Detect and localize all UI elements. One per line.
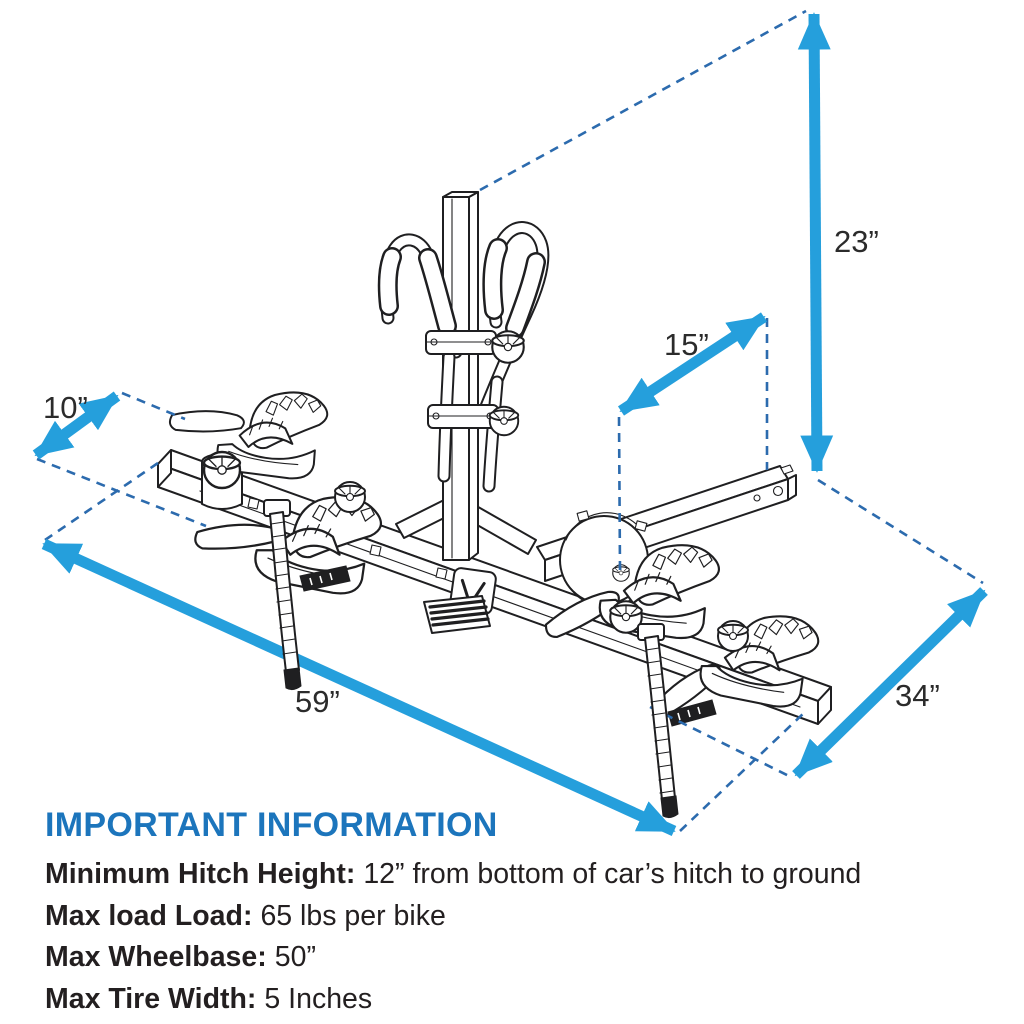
guide-fender-to-depth-arrow xyxy=(649,705,790,778)
ratchet-knob xyxy=(202,450,242,490)
info-item-value: 65 lbs per bike xyxy=(260,899,446,932)
dimension-label-length: 59” xyxy=(295,684,340,719)
info-item-min-hitch-height: Minimum Hitch Height:12” from bottom of … xyxy=(45,854,1005,896)
dimension-label-tray-width: 10” xyxy=(43,390,88,425)
info-item-label: Max Tire Width: xyxy=(45,982,257,1015)
guide-mast-to-height-arrow xyxy=(479,9,807,192)
ratchet-strap-left xyxy=(263,499,302,691)
info-item-label: Max load Load: xyxy=(45,899,253,932)
dimension-arrow-length xyxy=(41,538,677,837)
guide-length-to-beam-end xyxy=(679,710,807,832)
guide-hitch-to-depth-arrow xyxy=(817,478,984,585)
ratchet-knob xyxy=(488,405,520,437)
important-information-section: IMPORTANT INFORMATION Minimum Hitch Heig… xyxy=(45,806,1005,1020)
info-item-max-tire-width: Max Tire Width:5 Inches xyxy=(45,979,1005,1021)
projection-guides xyxy=(36,9,984,832)
dimension-arrows xyxy=(32,12,988,837)
guide-beam-to-length-arrow xyxy=(44,461,159,542)
info-item-max-load: Max load Load:65 lbs per bike xyxy=(45,896,1005,938)
dimension-arrow-height xyxy=(797,12,834,473)
info-item-value: 5 Inches xyxy=(264,982,373,1015)
info-item-label: Minimum Hitch Height: xyxy=(45,858,356,890)
info-item-max-wheelbase: Max Wheelbase:50” xyxy=(45,937,1005,979)
hitch-pin-hole xyxy=(772,485,784,497)
info-item-value: 50” xyxy=(274,941,316,973)
info-item-label: Max Wheelbase: xyxy=(45,941,267,973)
ratchet-strap-right xyxy=(637,623,679,819)
ratchet-knob xyxy=(334,481,366,513)
dimension-arrow-tray-width xyxy=(32,391,121,460)
guide-traywidth-top xyxy=(121,391,186,421)
left-hook-arm xyxy=(377,233,463,359)
guide-traywidth-bottom xyxy=(36,457,207,528)
info-item-value: 12” from bottom of car’s hitch to ground xyxy=(363,858,862,890)
dimension-labels: 10” 23” 15” 59” 34” xyxy=(43,224,940,719)
guide-spacing-left xyxy=(617,416,622,571)
dimension-label-height: 23” xyxy=(834,224,879,259)
hitch-pin-clip xyxy=(780,464,794,475)
dimension-label-depth: 34” xyxy=(895,678,940,713)
dimension-arrow-spacing xyxy=(617,312,768,416)
dimension-label-spacing: 15” xyxy=(664,327,709,362)
dimension-arrow-depth xyxy=(792,587,988,779)
info-heading: IMPORTANT INFORMATION xyxy=(45,806,498,844)
ratchet-knob xyxy=(717,620,749,652)
mast-clamps xyxy=(425,330,525,437)
ratchet-knob xyxy=(491,330,525,364)
